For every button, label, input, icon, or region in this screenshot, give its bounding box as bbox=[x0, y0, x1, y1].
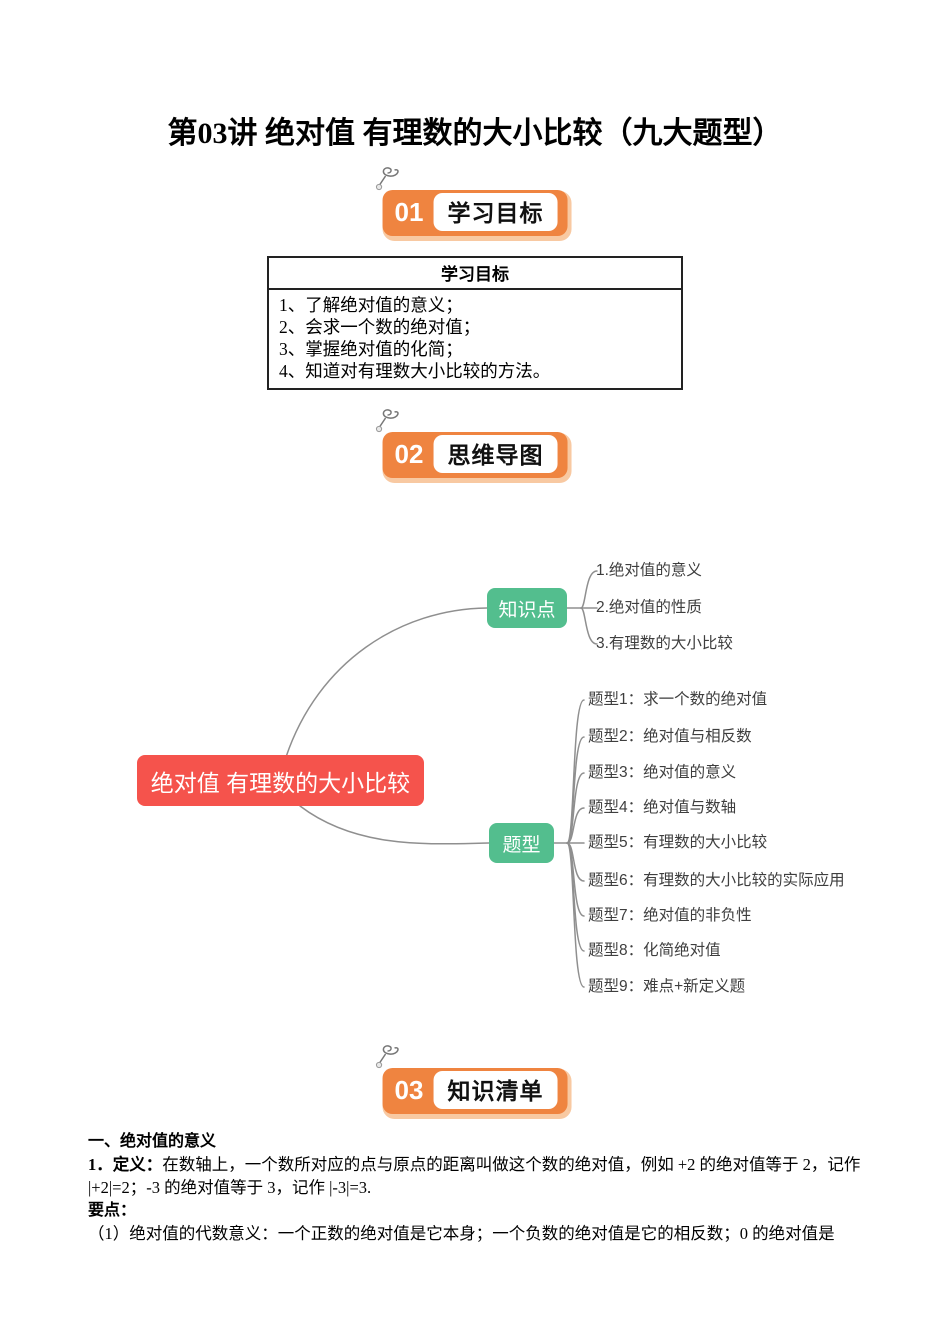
section-label: 知识清单 bbox=[433, 1071, 558, 1109]
topic-branch-item: 题型7：绝对值的非负性 bbox=[588, 907, 752, 924]
learning-goals-table: 学习目标 1、了解绝对值的意义； 2、会求一个数的绝对值； 3、掌握绝对值的化简… bbox=[267, 256, 683, 390]
mindmap-center-node: 绝对值 有理数的大小比较 bbox=[137, 755, 424, 806]
goal-item: 2、会求一个数的绝对值； bbox=[279, 317, 481, 337]
knowledge-branch-item: 1.绝对值的意义 bbox=[596, 562, 702, 579]
pin-icon bbox=[375, 167, 399, 191]
key-points-heading: 要点： bbox=[88, 1202, 137, 1219]
knowledge-branch-item: 2.绝对值的性质 bbox=[596, 599, 702, 616]
pin-icon bbox=[375, 1045, 399, 1069]
goals-table-body: 1、了解绝对值的意义； 2、会求一个数的绝对值； 3、掌握绝对值的化简； 4、知… bbox=[267, 289, 683, 390]
section-label: 学习目标 bbox=[433, 193, 558, 231]
goals-table-header: 学习目标 bbox=[267, 256, 683, 290]
key-point-1: （1）绝对值的代数意义：一个正数的绝对值是它本身；一个负数的绝对值是它的相反数；… bbox=[88, 1224, 835, 1243]
topic-branch-item: 题型5：有理数的大小比较 bbox=[588, 834, 768, 851]
section-badge-knowledge-list: 03 知识清单 bbox=[375, 1045, 568, 1114]
knowledge-section-heading: 一、绝对值的意义 bbox=[88, 1133, 217, 1150]
mindmap-knowledge-node: 知识点 bbox=[487, 588, 567, 628]
section-badge-learning-goals: 01 学习目标 bbox=[375, 167, 568, 236]
knowledge-list-section: 一、绝对值的意义 1．定义：在数轴上，一个数所对应的点与原点的距离叫做这个数的绝… bbox=[88, 1130, 870, 1245]
goal-item: 3、掌握绝对值的化简； bbox=[279, 339, 463, 359]
topic-branch-item: 题型2：绝对值与相反数 bbox=[588, 728, 752, 745]
goal-item: 1、了解绝对值的意义； bbox=[279, 295, 463, 315]
page-title: 第03讲 绝对值 有理数的大小比较（九大题型） bbox=[167, 117, 783, 150]
definition-label: 1．定义： bbox=[88, 1155, 163, 1174]
knowledge-branch-item: 3.有理数的大小比较 bbox=[596, 635, 733, 652]
section-number: 01 bbox=[394, 196, 424, 227]
definition-paragraph: 1．定义：在数轴上，一个数所对应的点与原点的距离叫做这个数的绝对值，例如 +2 … bbox=[88, 1153, 870, 1199]
topic-branch-item: 题型6：有理数的大小比较的实际应用 bbox=[588, 872, 845, 889]
section-label: 思维导图 bbox=[433, 435, 558, 473]
topic-branch-item: 题型3：绝对值的意义 bbox=[588, 764, 737, 781]
section-number: 03 bbox=[394, 1074, 424, 1105]
topic-branch-item: 题型1：求一个数的绝对值 bbox=[588, 691, 768, 708]
section-badge-mindmap: 02 思维导图 bbox=[375, 409, 568, 478]
goal-item: 4、知道对有理数大小比较的方法。 bbox=[279, 361, 551, 381]
topic-branch-item: 题型8：化简绝对值 bbox=[588, 942, 721, 959]
definition-text: 在数轴上，一个数所对应的点与原点的距离叫做这个数的绝对值，例如 +2 的绝对值等… bbox=[88, 1155, 861, 1197]
topic-branch-item: 题型9：难点+新定义题 bbox=[588, 978, 746, 995]
mindmap-topics-node: 题型 bbox=[489, 823, 554, 863]
pin-icon bbox=[375, 409, 399, 433]
topic-branch-item: 题型4：绝对值与数轴 bbox=[588, 799, 737, 816]
section-number: 02 bbox=[394, 438, 424, 469]
